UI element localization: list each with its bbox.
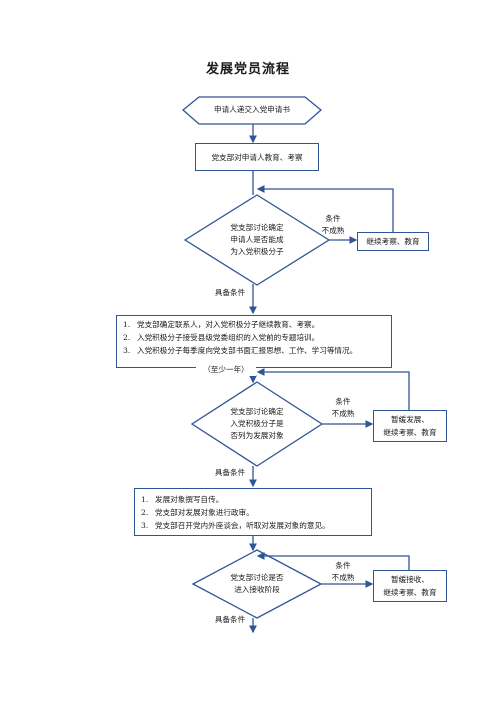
decision1-line: 申请人是否能成 [230,235,284,244]
decision2-line: 党支部讨论确定 [230,407,284,416]
step3-item-text: 党支部对发展对象进行政审。 [155,508,254,517]
period-label: （至少一年） [196,364,256,376]
step3-box: 1.发展对象撰写自传。 2.党支部对发展对象进行政审。 3.党支部召开党内外座谈… [134,488,372,536]
fail3-label: 条件 不成熟 [318,560,368,584]
step3-item: 2.党支部对发展对象进行政审。 [141,508,254,517]
decision1-line: 党支部讨论确定 [230,223,284,232]
step2-item-text: 入党积极分子接受县级党委组织的入党前的专题培训。 [137,333,320,342]
fail2-label-line: 不成熟 [331,409,355,418]
fail3-label-line: 条件 [335,561,351,570]
decision3-line: 党支部讨论是否 [230,573,284,582]
fail1-label: 条件 不成熟 [310,213,356,237]
step2-item: 1.党支部确定联系人，对入党积极分子继续教育、考察。 [123,320,320,329]
start-shape [181,96,323,125]
decision1-shape [183,194,331,286]
ok1-label: 具备条件 [214,288,246,297]
step3-item: 3.党支部召开党内外座谈会，听取对发展对象的意见。 [141,521,330,530]
fail2-box-line: 继续考察、教育 [383,428,437,437]
decision2-line: 否列为发展对象 [230,431,284,440]
fail2-box: 暂缓发展、 继续考察、教育 [373,410,447,442]
step2-item: 3.入党积极分子每季度向党支部书面汇报思想、工作、学习等情况。 [123,346,358,355]
decision2-text: 党支部讨论确定 入党积极分子是 否列为发展对象 [206,406,308,442]
decision2-line: 入党积极分子是 [230,419,284,428]
step3-item: 1.发展对象撰写自传。 [141,495,224,504]
fail3-box-line: 继续考察、教育 [383,588,437,597]
decision1-text: 党支部讨论确定 申请人是否能成 为入党积极分子 [205,222,309,258]
fail2-box-line: 暂缓发展、 [391,415,429,424]
decision1-line: 为入党积极分子 [230,247,284,256]
decision3-line: 进入接收阶段 [234,585,280,594]
decision3-text: 党支部讨论是否 进入接收阶段 [205,572,309,596]
step3-item-text: 党支部召开党内外座谈会，听取对发展对象的意见。 [155,521,330,530]
step3-item-text: 发展对象撰写自传。 [155,495,224,504]
ok2-label: 具备条件 [214,468,246,477]
decision2-shape [190,381,324,467]
fail3-box-line: 暂缓接收、 [391,575,429,584]
step2-item: 2.入党积极分子接受县级党委组织的入党前的专题培训。 [123,333,320,342]
fail1-label-line: 条件 [325,214,341,223]
loop-back-3 [256,552,410,570]
step2-item-text: 入党积极分子每季度向党支部书面汇报思想、工作、学习等情况。 [137,346,358,355]
fail3-label-line: 不成熟 [331,573,355,582]
start-node-label: 申请人递交入党申请书 [214,105,290,114]
fail2-label-line: 条件 [335,397,351,406]
loop-back-2 [256,368,410,410]
fail1-box-label: 继续考察、教育 [366,237,420,246]
fail3-box: 暂缓接收、 继续考察、教育 [373,570,447,602]
fail1-box: 继续考察、教育 [357,232,429,251]
step2-box: 1.党支部确定联系人，对入党积极分子继续教育、考察。 2.入党积极分子接受县级党… [116,315,392,368]
fail1-label-line: 不成熟 [321,226,345,235]
decision3-shape [191,549,323,619]
ok3-label: 具备条件 [214,615,246,624]
fail2-label: 条件 不成熟 [318,396,368,420]
step2-item-text: 党支部确定联系人，对入党积极分子继续教育、考察。 [137,320,320,329]
loop-back-1 [256,185,394,232]
step1-box: 党支部对申请人教育、考察 [195,143,319,171]
page-title: 发展党员流程 [205,62,290,77]
step1-label: 党支部对申请人教育、考察 [211,152,303,162]
